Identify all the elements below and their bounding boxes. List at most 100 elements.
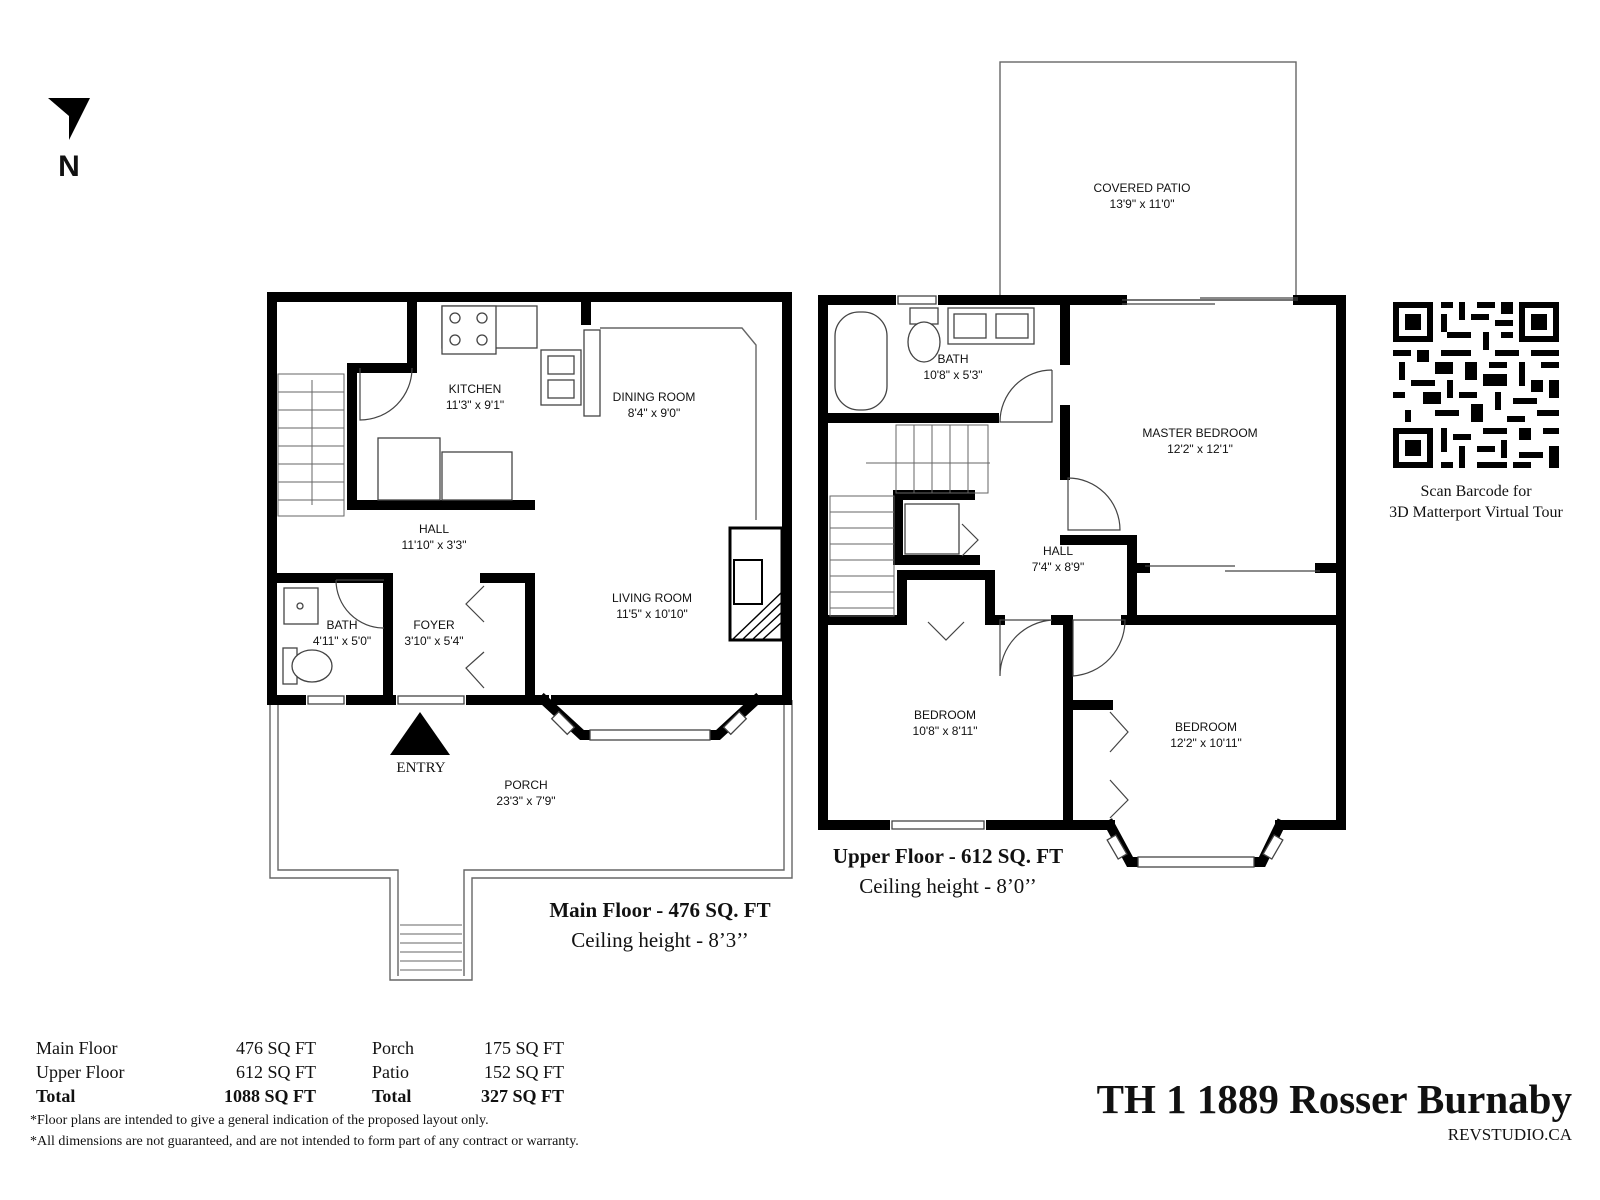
toilet — [291, 649, 333, 683]
upper-toilet — [907, 321, 941, 363]
room-dims-main-bath: 4'11" x 5'0" — [313, 634, 371, 648]
area-row: Upper Floor 612 SQ FT Patio 152 SQ FT — [36, 1060, 564, 1084]
north-label: N — [58, 150, 80, 183]
area-label-2: Patio — [372, 1062, 410, 1082]
upper-bath-door — [999, 369, 1053, 423]
room-name-foyer: FOYER — [413, 618, 455, 632]
bathtub — [834, 311, 888, 411]
fridge — [377, 437, 441, 501]
room-name-bedroom-2: BEDROOM — [1175, 720, 1237, 734]
disclaimer: *Floor plans are intended to give a gene… — [30, 1110, 579, 1152]
area-label: Upper Floor — [36, 1062, 125, 1082]
area-row: Main Floor 476 SQ FT Porch 175 SQ FT — [36, 1036, 564, 1060]
room-name-kitchen: KITCHEN — [449, 382, 502, 396]
upper-floor-plan — [818, 61, 1346, 868]
room-name-master-bedroom: MASTER BEDROOM — [1142, 426, 1257, 440]
main-stairs — [277, 373, 345, 517]
kitchen-counter-side — [583, 329, 601, 417]
entry-arrow-icon — [390, 712, 450, 755]
room-dims-master-bedroom: 12'2" x 12'1" — [1167, 442, 1233, 456]
main-floor-title: Main Floor - 476 SQ. FT — [549, 898, 770, 922]
room-dims-upper-bath: 10'8" x 5'3" — [923, 368, 982, 382]
room-dims-kitchen: 11'3" x 9'1" — [446, 398, 504, 412]
bay-side-window-left — [550, 710, 576, 736]
room-name-living-room: LIVING ROOM — [612, 591, 692, 605]
room-name-porch: PORCH — [504, 778, 547, 792]
room-name-dining-room: DINING ROOM — [613, 390, 696, 404]
entry-label: ENTRY — [396, 760, 445, 776]
room-name-upper-bath: BATH — [937, 352, 968, 366]
disclaimer-line-1: *Floor plans are intended to give a gene… — [30, 1113, 489, 1128]
room-dims-main-hall: 11'10" x 3'3" — [402, 538, 467, 552]
room-dims-bedroom-1: 10'8" x 8'11" — [913, 724, 978, 738]
bedroom-window — [891, 820, 985, 830]
porch-outline — [269, 700, 793, 981]
upper-floor-title: Upper Floor - 612 SQ. FT — [833, 844, 1063, 868]
room-name-covered-patio: COVERED PATIO — [1094, 181, 1191, 195]
area-value-2: 152 SQ FT — [483, 1062, 564, 1082]
upper-floor-ceiling: Ceiling height - 8’0’’ — [859, 874, 1037, 898]
room-name-bedroom-1: BEDROOM — [914, 708, 976, 722]
area-value-2: 175 SQ FT — [483, 1038, 564, 1058]
kitchen-island — [441, 451, 513, 501]
north-arrow: N — [48, 98, 90, 183]
porch-inner-outline — [277, 700, 785, 976]
area-total-value: 1088 SQ FT — [223, 1086, 316, 1106]
upper-bath-window — [897, 295, 937, 305]
north-arrow-icon — [48, 98, 90, 140]
main-floor-labels: KITCHEN 11'3" x 9'1" DINING ROOM 8'4" x … — [313, 382, 695, 808]
bay-window — [589, 729, 711, 741]
area-label-2: Porch — [372, 1038, 414, 1058]
room-dims-dining-room: 8'4" x 9'0" — [628, 406, 680, 420]
area-value: 612 SQ FT — [235, 1062, 316, 1082]
room-name-upper-hall: HALL — [1043, 544, 1073, 558]
kitchen-wall — [347, 295, 535, 510]
area-total-label-2: Total — [372, 1086, 412, 1106]
main-floor-ceiling: Ceiling height - 8’3’’ — [571, 928, 749, 952]
room-dims-bedroom-2: 12'2" x 10'11" — [1170, 736, 1242, 750]
room-dims-covered-patio: 13'9" x 11'0" — [1110, 197, 1175, 211]
area-summary-table: Main Floor 476 SQ FT Porch 175 SQ FT Upp… — [36, 1036, 564, 1108]
bedroom-2-door — [1072, 619, 1126, 677]
linen-closet — [904, 503, 960, 555]
bedroom-1-closet-door — [927, 621, 965, 641]
fireplace — [728, 526, 784, 642]
dining-room-outline — [600, 327, 757, 520]
bath-foyer-wall — [270, 573, 393, 703]
bedroom-divider-wall — [823, 570, 1341, 625]
room-dims-porch: 23'3" x 7'9" — [496, 794, 555, 808]
disclaimer-line-2: *All dimensions are not guaranteed, and … — [30, 1134, 579, 1149]
foyer-closet-doors — [465, 585, 485, 689]
area-label: Main Floor — [36, 1038, 118, 1058]
area-total-label: Total — [36, 1086, 76, 1106]
room-name-main-hall: HALL — [419, 522, 449, 536]
property-address: TH 1 1889 Rosser Burnaby — [1096, 1076, 1572, 1122]
studio-website: REVSTUDIO.CA — [1447, 1125, 1572, 1144]
master-door — [1067, 477, 1121, 531]
area-value: 476 SQ FT — [235, 1038, 316, 1058]
upper-bay-window — [1137, 856, 1255, 868]
kitchen-door — [359, 367, 413, 421]
hall-east-wall — [1060, 535, 1137, 620]
area-total-row: Total 1088 SQ FT Total 327 SQ FT — [36, 1084, 564, 1108]
stair-core-wall — [893, 490, 980, 565]
qr-code — [1393, 302, 1559, 468]
room-dims-living-room: 11'5" x 10'10" — [616, 607, 688, 621]
bath-door — [335, 579, 385, 629]
area-total-value-2: 327 SQ FT — [480, 1086, 564, 1106]
qr-caption-line-1: Scan Barcode for — [1420, 483, 1532, 500]
closet-wall — [480, 573, 535, 703]
qr-caption-line-2: 3D Matterport Virtual Tour — [1389, 504, 1563, 521]
room-dims-foyer: 3'10" x 5'4" — [404, 634, 463, 648]
bay-side-window-right — [722, 710, 748, 736]
main-floor-plan: ENTRY — [267, 292, 793, 981]
room-dims-upper-hall: 7'4" x 8'9" — [1032, 560, 1084, 574]
porch-stairs — [400, 924, 462, 971]
kitchen-stove — [441, 305, 497, 355]
room-name-main-bath: BATH — [326, 618, 357, 632]
bedroom-2-closet-doors — [1109, 711, 1129, 819]
upper-floor-labels: COVERED PATIO 13'9" x 11'0" BATH 10'8" x… — [913, 181, 1258, 750]
bedroom-1-door — [999, 619, 1053, 677]
upper-stairs — [829, 424, 990, 617]
